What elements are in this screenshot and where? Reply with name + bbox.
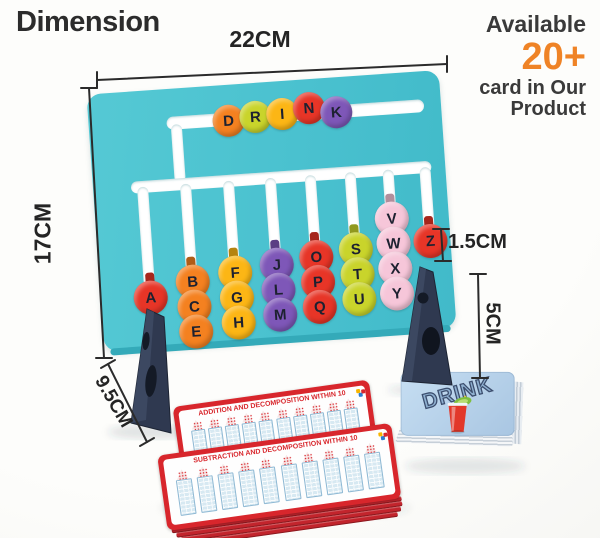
base-dimension-label: 9.5CM bbox=[90, 372, 137, 432]
card-logo-icon bbox=[355, 388, 361, 394]
letter-bead: U bbox=[341, 280, 378, 318]
letter-bead: Q bbox=[301, 288, 338, 326]
drink-card-stack: DRINK bbox=[392, 366, 532, 479]
decomposition-column bbox=[217, 472, 239, 511]
promo-line: Product bbox=[510, 98, 586, 121]
decomposition-column bbox=[238, 469, 260, 508]
promo-line: card in Our bbox=[479, 77, 586, 100]
word-bead: K bbox=[319, 95, 354, 130]
bead-letter: A bbox=[144, 288, 157, 307]
bead-letter: O bbox=[309, 248, 323, 266]
decomposition-column bbox=[322, 457, 343, 496]
bead-letter: T bbox=[352, 265, 363, 283]
bead-letter: Q bbox=[313, 297, 327, 316]
bead-letter: D bbox=[222, 111, 235, 130]
bead-letter: N bbox=[302, 99, 315, 117]
bead-letter: H bbox=[232, 313, 245, 332]
bead-letter: V bbox=[386, 209, 398, 228]
bead-letter: W bbox=[385, 234, 402, 253]
activity-cards-pile: ADDITION AND DECOMPOSITION WITHIN 10 SUB… bbox=[151, 375, 419, 538]
bead-letter: K bbox=[330, 103, 343, 122]
width-dimension-label: 22CM bbox=[229, 26, 291, 52]
bead-letter: B bbox=[186, 272, 199, 291]
letter-bead: H bbox=[220, 304, 257, 341]
bead-letter: F bbox=[230, 263, 241, 282]
bead-letter: Y bbox=[391, 284, 403, 303]
bead-letter: I bbox=[279, 105, 285, 123]
bead-letter: P bbox=[312, 273, 324, 291]
letter-bead: M bbox=[262, 296, 299, 333]
page-title: Dimension bbox=[16, 6, 160, 38]
height-dimension-label: 17CM bbox=[29, 202, 56, 265]
decomposition-column bbox=[301, 460, 323, 499]
promo-count: 20+ bbox=[521, 36, 586, 79]
decomposition-column bbox=[363, 451, 385, 490]
bead-letter: G bbox=[230, 288, 244, 307]
bead-letter: J bbox=[272, 255, 282, 274]
promo-line: Available bbox=[485, 11, 586, 37]
bead-letter: Z bbox=[425, 232, 436, 250]
letter-bead: Z bbox=[412, 222, 449, 260]
bead-letter: M bbox=[273, 305, 288, 324]
bead-letter: S bbox=[350, 240, 362, 259]
cocktail-glass-icon bbox=[447, 395, 472, 434]
bead-letter: R bbox=[249, 108, 262, 126]
letter-bead: A bbox=[132, 279, 169, 316]
decomposition-column bbox=[259, 466, 281, 505]
bead-letter: X bbox=[389, 259, 401, 278]
availability-note: Available 20+ card in Our Product bbox=[479, 12, 586, 120]
card-logo-icon bbox=[378, 432, 383, 437]
letter-bead: Y bbox=[378, 275, 416, 312]
bead-letter: L bbox=[273, 280, 284, 299]
bead-letter: C bbox=[188, 297, 201, 316]
bead-letter: U bbox=[353, 290, 366, 308]
column-slot bbox=[137, 186, 155, 287]
game-board: D R I N K A B C E F G H J L M O P Q S T … bbox=[86, 70, 457, 352]
bead-letter: E bbox=[190, 322, 202, 341]
decomposition-column bbox=[175, 478, 197, 516]
connector-slot bbox=[170, 124, 186, 183]
stand-dimension-label: 5CM bbox=[481, 302, 504, 345]
bead-dimension-label: 1.5CM bbox=[448, 231, 507, 253]
letter-bead: E bbox=[178, 313, 215, 350]
decomposition-column bbox=[196, 475, 218, 514]
decomposition-column bbox=[280, 463, 302, 502]
decomposition-column bbox=[343, 454, 364, 493]
drink-card-top: DRINK bbox=[400, 371, 515, 436]
